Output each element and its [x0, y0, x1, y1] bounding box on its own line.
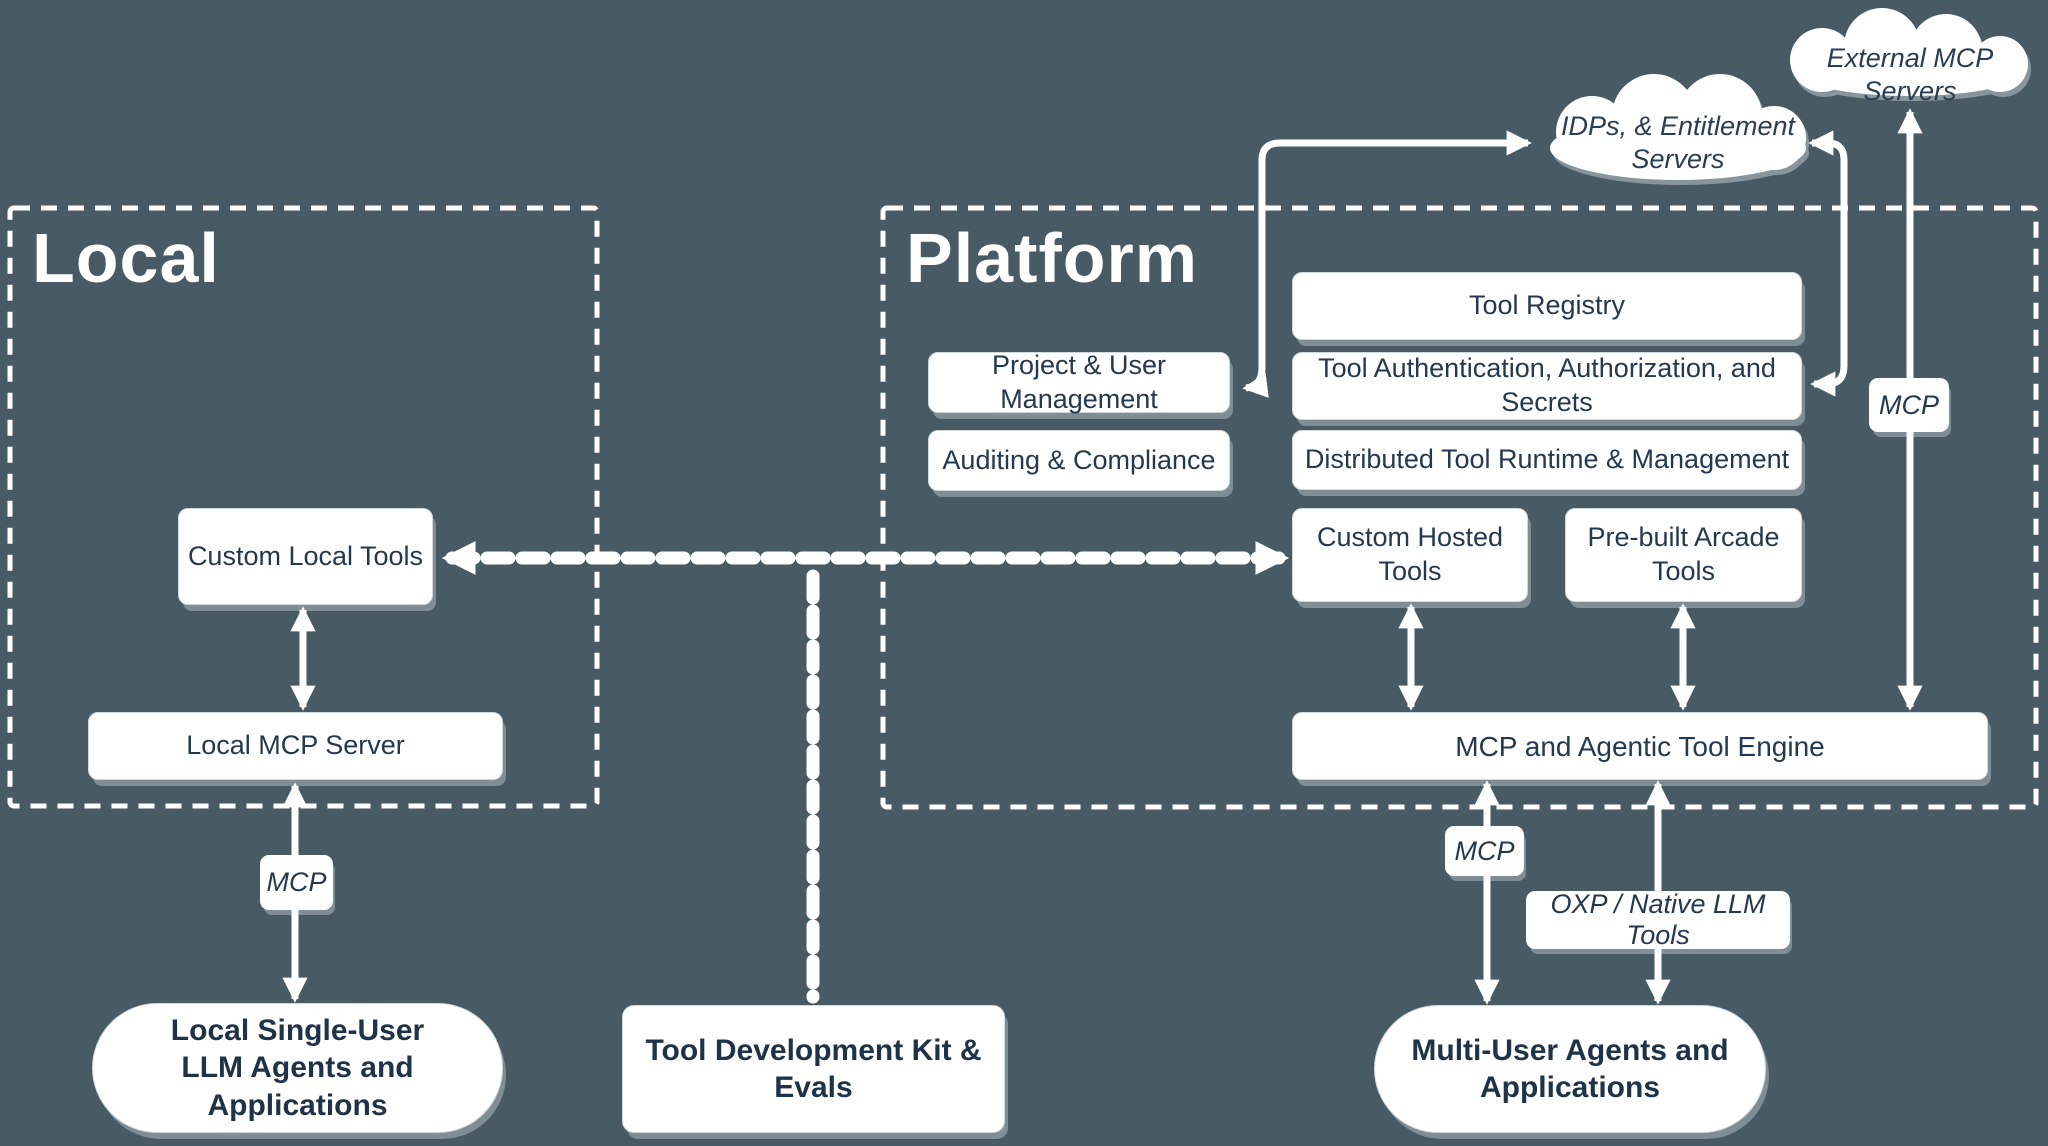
- node-custom-hosted-tools: Custom Hosted Tools: [1292, 508, 1528, 602]
- node-distributed-runtime: Distributed Tool Runtime & Management: [1292, 430, 1802, 490]
- idps-cloud-label-line2: Servers: [1631, 143, 1725, 174]
- connector-project-user-to-idps: [1242, 130, 1532, 398]
- oxp-native-llm-tools-label: OXP / Native LLM Tools: [1526, 889, 1790, 950]
- node-local-mcp-server: Local MCP Server: [88, 712, 503, 780]
- node-tool-authentication: Tool Authentication, Authorization, and …: [1292, 352, 1802, 420]
- external-mcp-servers-cloud-label: External MCP Servers: [1826, 43, 1994, 106]
- idps-cloud-label-line1: IDPs, & Entitlement: [1560, 111, 1796, 141]
- node-tool-development-kit: Tool Development Kit & Evals: [622, 1005, 1005, 1133]
- local-agents-line1: Local Single-User: [170, 1013, 425, 1047]
- node-prebuilt-arcade-tools: Pre-built Arcade Tools: [1565, 508, 1802, 602]
- node-project-user-management: Project & User Management: [928, 350, 1230, 414]
- idps-entitlement-cloud: [1550, 74, 1806, 180]
- node-multi-user-agents: Multi-User Agents and Applications: [1374, 1005, 1766, 1133]
- mcp-label-local: MCP: [260, 855, 333, 910]
- node-custom-local-tools: Custom Local Tools: [178, 508, 433, 605]
- connector-idps-to-tool-auth: [1808, 130, 1848, 397]
- mcp-label-external: MCP: [1869, 378, 1949, 432]
- local-section-title: Local: [32, 219, 220, 297]
- node-local-single-user-agents: Local Single-User LLM Agents and Applica…: [92, 1003, 503, 1133]
- idps-cloud-label: IDPs, & Entitlement Servers: [1558, 110, 1798, 176]
- multi-user-line2: Applications: [1479, 1071, 1660, 1104]
- platform-section-title: Platform: [906, 219, 1198, 297]
- node-mcp-agentic-tool-engine: MCP and Agentic Tool Engine: [1292, 712, 1988, 780]
- multi-user-line1: Multi-User Agents and: [1411, 1033, 1729, 1067]
- node-auditing-compliance: Auditing & Compliance: [928, 430, 1230, 491]
- external-mcp-servers-cloud: [1790, 8, 2028, 96]
- node-tool-registry: Tool Registry: [1292, 272, 1802, 340]
- mcp-label-bottom: MCP: [1445, 826, 1524, 876]
- local-agents-line2: LLM Agents and Applications: [181, 1051, 414, 1122]
